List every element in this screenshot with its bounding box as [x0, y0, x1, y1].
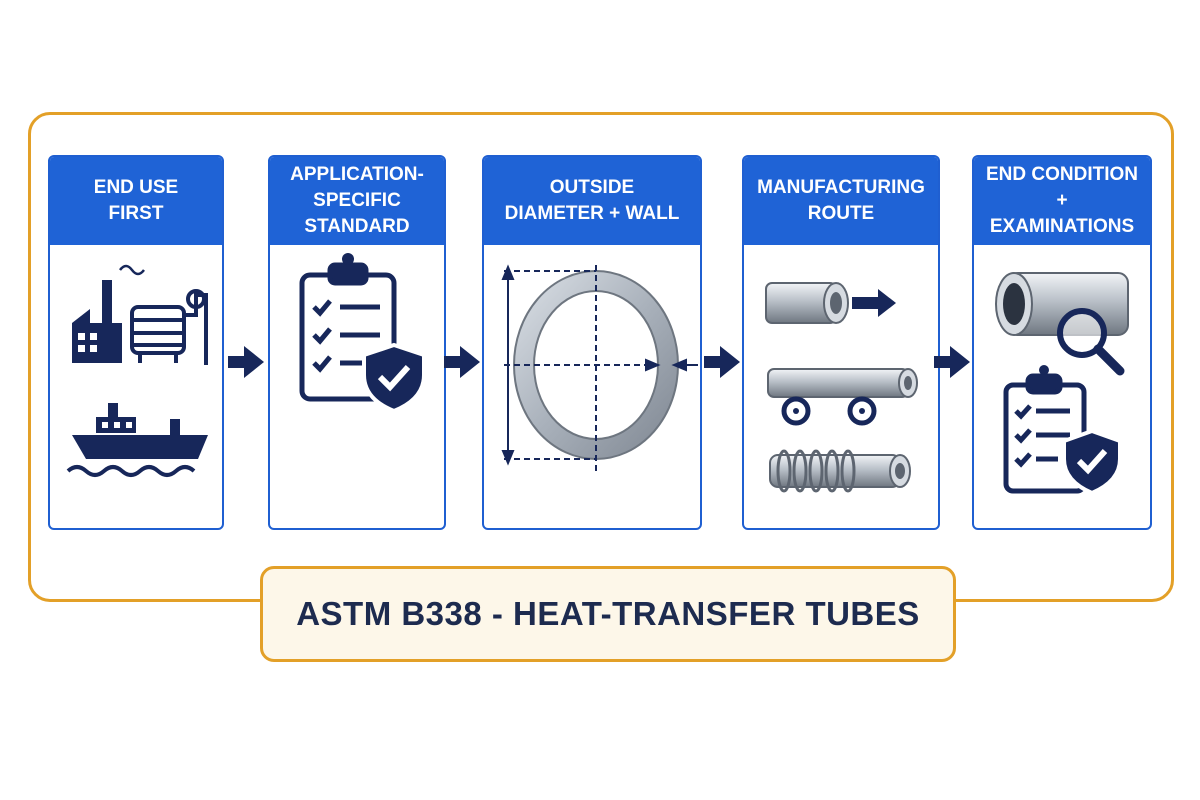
factory-icon	[72, 264, 145, 363]
step-label: END USE FIRST	[93, 177, 179, 224]
step-label: END CONDITION + EXAMINATIONS	[986, 164, 1138, 237]
step-header: MANUFACTURING ROUTE	[744, 157, 938, 245]
dimension-arrows-icon	[501, 264, 698, 471]
tube-rolling-icon	[767, 368, 918, 426]
shield-check-icon	[1062, 428, 1122, 496]
step-header: OUTSIDE DIAMETER + WALL	[484, 157, 700, 245]
step-label: OUTSIDE DIAMETER + WALL	[504, 177, 680, 224]
step-label: APPLICATION- SPECIFIC STANDARD	[290, 164, 424, 237]
shield-check-icon	[362, 342, 426, 414]
diagram-title: ASTM B338 - HEAT-TRANSFER TUBES	[296, 595, 920, 632]
clipboard-checklist-icon	[299, 253, 397, 402]
arrow-right-icon	[704, 346, 740, 378]
step-card-manufacturing: MANUFACTURING ROUTE	[742, 155, 940, 530]
finned-tube-icon	[769, 449, 911, 493]
step-label: MANUFACTURING ROUTE	[757, 177, 925, 224]
step-card-end-use: END USE FIRST	[48, 155, 224, 530]
title-banner: ASTM B338 - HEAT-TRANSFER TUBES	[260, 566, 956, 662]
step-header: APPLICATION- SPECIFIC STANDARD	[270, 157, 444, 245]
arrow-right-icon	[228, 346, 264, 378]
arrow-right-icon	[934, 346, 970, 378]
magnifier-icon	[1057, 308, 1125, 376]
tube-extrusion-icon	[765, 282, 896, 324]
arrow-right-icon	[444, 346, 480, 378]
step-card-dimensions: OUTSIDE DIAMETER + WALL	[482, 155, 702, 530]
step-card-end-condition: END CONDITION + EXAMINATIONS	[972, 155, 1152, 530]
heat-exchanger-icon	[130, 289, 208, 365]
step-card-standard: APPLICATION- SPECIFIC STANDARD	[268, 155, 446, 530]
ship-icon	[66, 403, 208, 477]
step-header: END CONDITION + EXAMINATIONS	[974, 157, 1150, 245]
step-header: END USE FIRST	[50, 157, 222, 245]
